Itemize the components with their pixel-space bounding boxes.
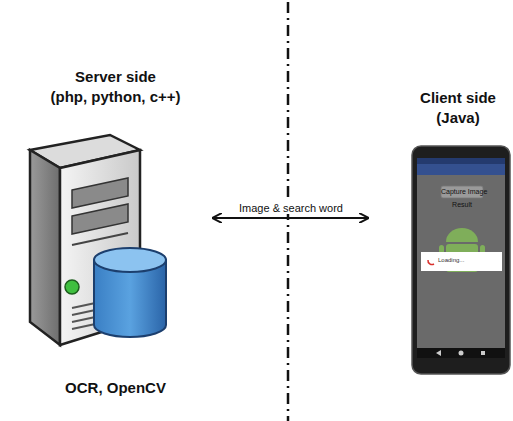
- phone-icon: [412, 146, 510, 374]
- server-node: Server side (php, python, c++) OCR, OpenC…: [18, 62, 213, 402]
- loading-text: Loading...: [438, 256, 498, 264]
- side-heading: Client side (Java): [408, 88, 508, 128]
- client-node: Client side (Java): [368, 86, 513, 382]
- database-icon: [94, 248, 166, 337]
- side-heading: Server side (php, python, c++): [18, 67, 213, 107]
- double-arrow: [213, 217, 368, 219]
- edge-label: Image & search word: [237, 202, 345, 214]
- tech-label: OCR, OpenCV: [18, 378, 213, 398]
- result-text: Result: [441, 200, 483, 209]
- button-text: Capture Image: [441, 187, 483, 196]
